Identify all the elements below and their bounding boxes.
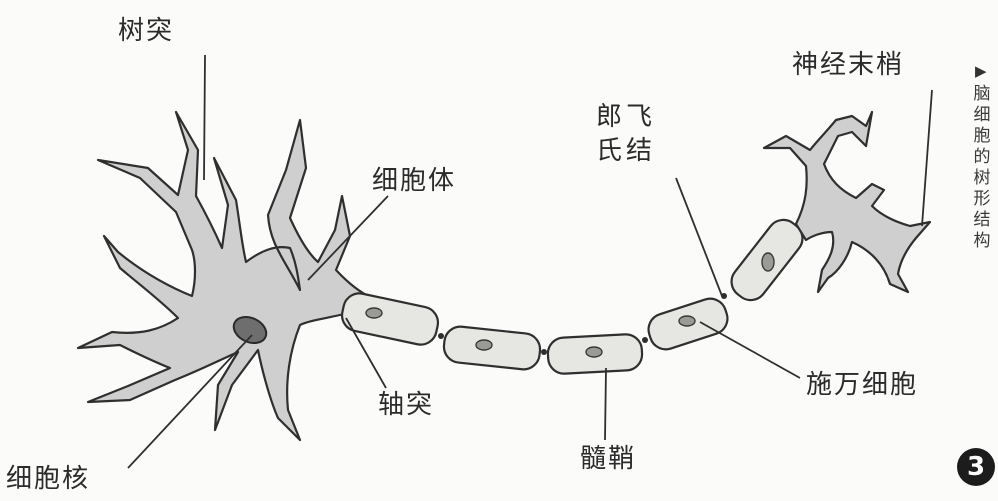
schwann-cell-segment [442,325,541,371]
leader-line-ranvier [676,178,722,296]
schwann-nucleus [679,316,695,326]
schwann-nucleus [762,253,774,271]
axon-label: 轴突 [378,392,434,418]
schwann-label: 施万细胞 [806,372,918,398]
ranvier-label: 郎飞 氏结 [596,100,656,168]
schwann-nucleus [586,347,602,357]
axon-terminal-branches [764,112,930,292]
figure-number-badge: 3 [957,448,995,486]
dendrite-label: 树突 [118,18,174,44]
schwann-nucleus [476,340,492,350]
myelin-sheath [339,213,809,374]
leader-line-myelin [605,368,606,440]
figure-caption: 脑细胞的树形结构 [969,84,995,252]
leader-line-schwann [700,322,800,378]
leader-line-terminal [922,90,932,226]
soma-label: 细胞体 [372,168,456,194]
leader-line-dendrite [204,55,205,180]
schwann-cell-segment [339,290,441,347]
neuron-cell-body [78,112,375,440]
caption-arrow-icon: ▶ [975,64,987,79]
myelin-label: 髓鞘 [580,446,636,472]
ranvier-label-line-2: 氏结 [596,134,656,168]
ranvier-node [541,349,547,355]
ranvier-node [438,333,444,339]
nucleus-label: 细胞核 [6,466,90,492]
terminal-label: 神经末梢 [792,52,904,78]
leader-line-soma [308,196,388,280]
ranvier-label-line-1: 郎飞 [596,100,656,134]
ranvier-node [642,337,648,343]
schwann-nucleus [366,308,382,318]
